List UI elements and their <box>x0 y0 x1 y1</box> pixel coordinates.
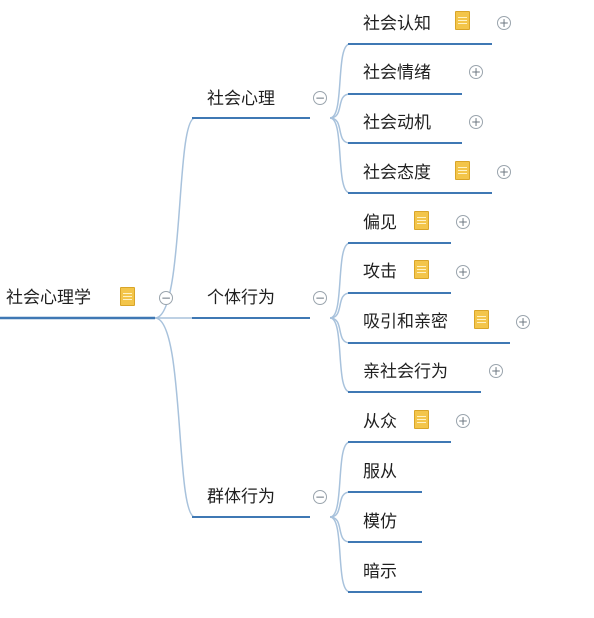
branch-label: 个体行为 <box>207 288 275 308</box>
subtopic-label: 社会动机 <box>363 113 431 133</box>
branch-connector <box>329 317 351 344</box>
collapse-icon[interactable]: − <box>313 91 327 105</box>
subtopic-node[interactable]: 从众 <box>363 411 397 433</box>
branch-connector <box>329 317 351 393</box>
note-icon[interactable] <box>455 11 470 30</box>
branch-connector <box>329 117 351 144</box>
collapse-icon[interactable]: − <box>159 291 173 305</box>
note-icon[interactable] <box>414 211 429 230</box>
subtopic-node[interactable]: 暗示 <box>363 561 397 583</box>
subtopic-label: 从众 <box>363 412 397 432</box>
subtopic-label: 暗示 <box>363 562 397 582</box>
root-connector <box>154 317 196 518</box>
branch-connector <box>329 441 351 518</box>
subtopic-node[interactable]: 偏见 <box>363 212 397 234</box>
expand-icon[interactable]: + <box>456 265 470 279</box>
collapse-icon[interactable]: − <box>313 490 327 504</box>
subtopic-label: 攻击 <box>363 262 397 282</box>
expand-icon[interactable]: + <box>497 16 511 30</box>
subtopic-node[interactable]: 模仿 <box>363 511 397 533</box>
expand-icon[interactable]: + <box>469 115 483 129</box>
subtopic-node[interactable]: 亲社会行为 <box>363 361 448 383</box>
subtopic-label: 社会态度 <box>363 163 431 183</box>
root-connector <box>154 117 196 319</box>
branch-connector <box>329 117 351 194</box>
branch-topic-social-psychology[interactable]: 社会心理 <box>207 88 275 110</box>
branch-connector <box>329 516 351 593</box>
note-icon[interactable] <box>414 260 429 279</box>
branch-connector <box>329 491 351 518</box>
subtopic-node[interactable]: 社会认知 <box>363 13 431 35</box>
subtopic-node[interactable]: 社会动机 <box>363 112 431 134</box>
subtopic-label: 社会认知 <box>363 14 431 34</box>
branch-label: 群体行为 <box>207 487 275 507</box>
subtopic-node[interactable]: 服从 <box>363 461 397 483</box>
branch-connector <box>329 242 351 319</box>
expand-icon[interactable]: + <box>497 165 511 179</box>
expand-icon[interactable]: + <box>456 215 470 229</box>
subtopic-label: 偏见 <box>363 213 397 233</box>
branch-connector <box>329 292 351 319</box>
note-icon[interactable] <box>414 410 429 429</box>
branch-connector <box>329 93 351 119</box>
root-topic[interactable]: 社会心理学 <box>6 287 91 309</box>
expand-icon[interactable]: + <box>489 364 503 378</box>
collapse-icon[interactable]: − <box>313 291 327 305</box>
branch-connector <box>329 43 351 119</box>
subtopic-node[interactable]: 社会态度 <box>363 162 431 184</box>
root-label: 社会心理学 <box>6 288 91 308</box>
branch-topic-group-behavior[interactable]: 群体行为 <box>207 486 275 508</box>
subtopic-node[interactable]: 攻击 <box>363 261 397 283</box>
subtopic-node[interactable]: 社会情绪 <box>363 62 431 84</box>
note-icon[interactable] <box>455 161 470 180</box>
subtopic-label: 服从 <box>363 462 397 482</box>
expand-icon[interactable]: + <box>516 315 530 329</box>
subtopic-node[interactable]: 吸引和亲密 <box>363 311 448 333</box>
note-icon[interactable] <box>474 310 489 329</box>
subtopic-label: 模仿 <box>363 512 397 532</box>
expand-icon[interactable]: + <box>469 65 483 79</box>
subtopic-label: 亲社会行为 <box>363 362 448 382</box>
branch-topic-individual-behavior[interactable]: 个体行为 <box>207 287 275 309</box>
subtopic-label: 社会情绪 <box>363 63 431 83</box>
subtopic-label: 吸引和亲密 <box>363 312 448 332</box>
note-icon[interactable] <box>120 287 135 306</box>
branch-label: 社会心理 <box>207 89 275 109</box>
expand-icon[interactable]: + <box>456 414 470 428</box>
branch-connector <box>329 516 351 543</box>
